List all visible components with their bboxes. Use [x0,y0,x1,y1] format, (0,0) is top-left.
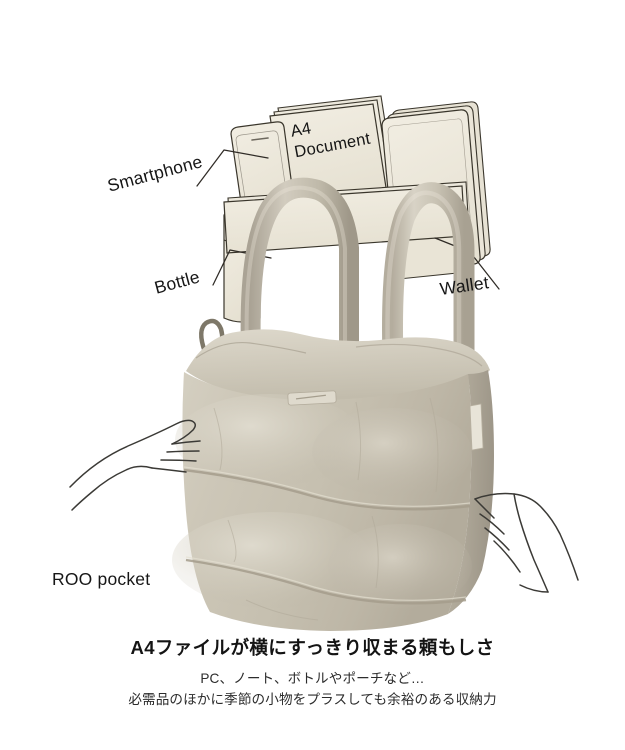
quilt-seam-upper [183,468,471,511]
caption-subline-2: 必需品のほかに季節の小物をプラスしても余裕のある収納力 [128,692,497,708]
hand-left [69,419,201,511]
callout-roo-pocket: ROO pocket [52,569,151,589]
caption-headline: A4ファイルが横にすっきり収まる頼もしさ [130,637,495,658]
hand-right [474,492,579,593]
caption-block: A4ファイルが横にすっきり収まる頼もしさ PC、ノート、ボトルやポーチなど… 必… [0,636,625,710]
leader-smartphone [196,149,269,187]
handle-back [240,177,359,362]
tote-bag [172,177,494,631]
brand-tag [287,390,337,406]
care-tag [469,403,484,451]
quilt-seam-lower [185,558,467,605]
bag-top-opening [186,329,490,403]
caption-subline-1: PC、ノート、ボトルやポーチなど… [200,671,425,687]
handle-front [382,182,475,371]
